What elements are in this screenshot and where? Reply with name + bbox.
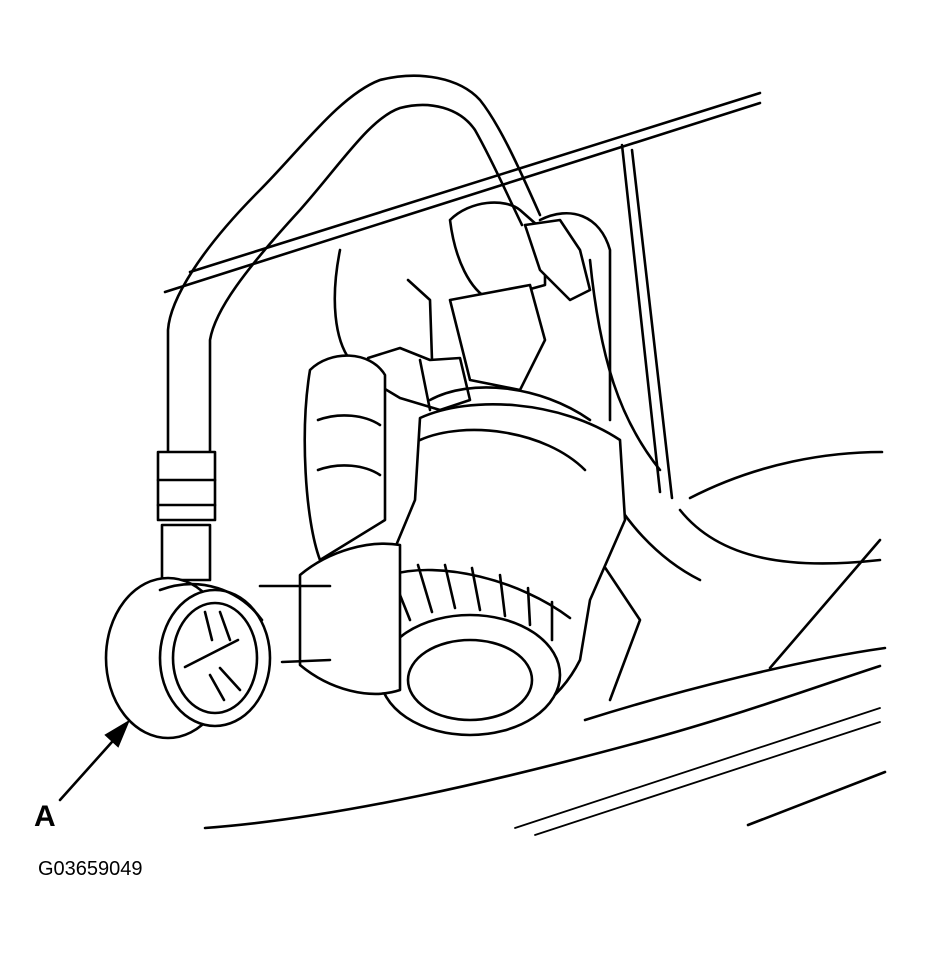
engine-pipe bbox=[258, 354, 402, 696]
engine-block bbox=[333, 212, 702, 702]
figure-id: G03659049 bbox=[38, 858, 143, 880]
callout-arrow bbox=[58, 719, 131, 802]
oil-filter bbox=[368, 386, 627, 737]
gauge-hose bbox=[156, 74, 542, 582]
oil-pressure-switch bbox=[406, 201, 592, 392]
pressure-gauge bbox=[104, 576, 272, 740]
frame-lines bbox=[163, 91, 887, 836]
callout-label-a: A bbox=[34, 800, 56, 833]
